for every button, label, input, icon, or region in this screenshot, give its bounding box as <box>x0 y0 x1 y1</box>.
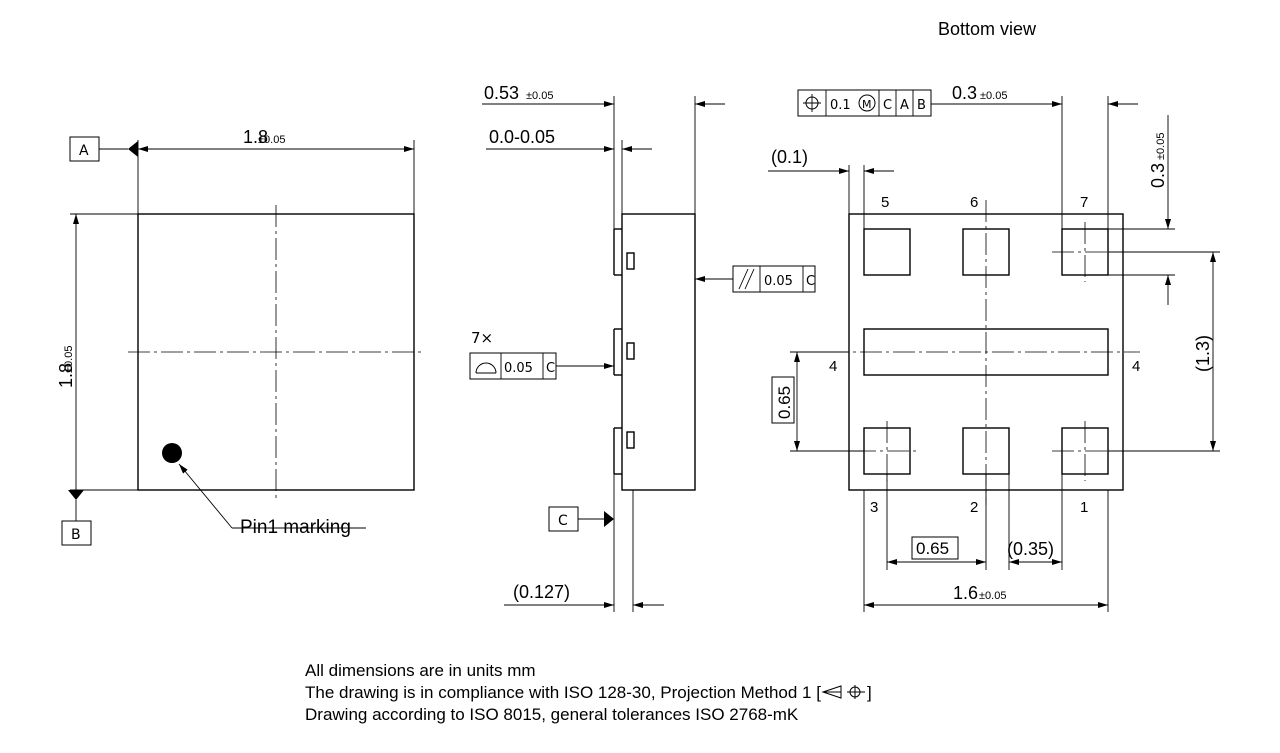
vertical-pitch-value: 0.65 <box>775 386 794 419</box>
horizontal-pitch-basic-box <box>911 536 959 560</box>
pin-3-label: 3 <box>870 499 878 516</box>
profile-frame <box>469 352 557 380</box>
datum-a-box <box>69 136 100 162</box>
pad-height-value: 0.3 <box>1148 163 1168 188</box>
note-units: All dimensions are in units mm <box>305 661 536 680</box>
profile-datum: C <box>546 361 555 376</box>
position-tolerance-value: 0.1 <box>830 98 851 113</box>
datum-b-triangle <box>68 490 84 500</box>
note-projection-suffix: ] <box>866 683 872 702</box>
datum-b-label: B <box>71 527 81 543</box>
pad-width-tolerance: ±0.05 <box>980 90 1007 102</box>
note-projection: The drawing is in compliance with ISO 12… <box>305 682 872 704</box>
pads-count: 7× <box>471 329 493 347</box>
pin-4-left-label: 4 <box>829 358 837 375</box>
position-datum-1: C <box>883 98 892 113</box>
top-width-tolerance: ±0.05 <box>258 134 285 146</box>
pin1-marking-label: Pin1 marking <box>240 517 351 538</box>
pad-6 <box>962 228 1010 276</box>
top-width-value: 1.8 <box>243 127 268 147</box>
projection-method-icon <box>821 685 865 699</box>
note-standards: Drawing according to ISO 8015, general t… <box>305 705 799 724</box>
side-pad-bottom <box>626 431 635 449</box>
pin-5-label: 5 <box>881 194 889 211</box>
note-projection-text: The drawing is in compliance with ISO 12… <box>305 683 821 702</box>
terminal-length-value: (0.127) <box>513 582 570 602</box>
parallelism-symbol <box>738 268 749 290</box>
top-height-value: 1.8 <box>56 363 76 388</box>
thickness-value: 0.53 <box>484 83 519 103</box>
row-pitch-value: (1.3) <box>1193 335 1213 372</box>
pad-5 <box>863 228 911 276</box>
parallelism-tolerance: 0.05 <box>764 274 793 289</box>
bottom-view-title: Bottom view <box>938 19 1037 39</box>
parallelism-frame <box>732 265 816 293</box>
pin-1-label: 1 <box>1080 499 1088 516</box>
datum-a-triangle <box>128 141 138 157</box>
side-view-body <box>621 213 696 491</box>
pad-offset-value: (0.35) <box>1007 539 1054 559</box>
bottom-width-value: 1.6 <box>953 583 978 603</box>
bottom-width-tolerance: ±0.05 <box>979 590 1006 602</box>
datum-b-box <box>61 520 92 546</box>
pin1-marking-leader <box>178 463 233 529</box>
pin-2-label: 2 <box>970 499 978 516</box>
datum-c-box <box>548 506 579 532</box>
datum-a-label: A <box>79 143 89 159</box>
pin1-marking-dot <box>162 443 182 463</box>
mmc-modifier: M <box>862 98 872 111</box>
side-pad-middle <box>626 342 635 360</box>
pin-4-right-label: 4 <box>1132 358 1140 375</box>
profile-tolerance: 0.05 <box>504 361 533 376</box>
pad-4 <box>863 328 1109 376</box>
bottom-view: Bottom view 5 6 7 4 4 3 2 1 <box>768 19 1220 612</box>
top-view: 1.8 ±0.05 A 1.8 ±0.05 B Pin1 marking <box>56 127 424 546</box>
datum-c-triangle <box>604 511 614 527</box>
pin-7-label: 7 <box>1080 194 1088 211</box>
side-pad-top <box>626 252 635 270</box>
edge-offset-value: (0.1) <box>771 147 808 167</box>
drawing-notes: All dimensions are in units mm The drawi… <box>305 660 872 726</box>
profile-symbol <box>475 362 497 374</box>
vertical-pitch-basic-box <box>771 376 795 424</box>
top-height-tolerance: ±0.05 <box>63 346 75 373</box>
side-view: 0.53 ±0.05 0.0-0.05 (0.127) C 0.05 C 7× <box>469 83 816 612</box>
thickness-tolerance: ±0.05 <box>526 90 553 102</box>
position-datum-2: A <box>900 98 909 113</box>
horizontal-pitch-value: 0.65 <box>916 539 949 558</box>
pad-height-tolerance: ±0.05 <box>1155 133 1167 160</box>
mmc-modifier-circle <box>858 94 876 112</box>
position-datum-3: B <box>917 98 926 113</box>
datum-c-label: C <box>558 513 568 529</box>
pin-6-label: 6 <box>970 194 978 211</box>
standoff-value: 0.0-0.05 <box>489 127 555 147</box>
pad-width-value: 0.3 <box>952 83 977 103</box>
parallelism-datum: C <box>806 274 815 289</box>
